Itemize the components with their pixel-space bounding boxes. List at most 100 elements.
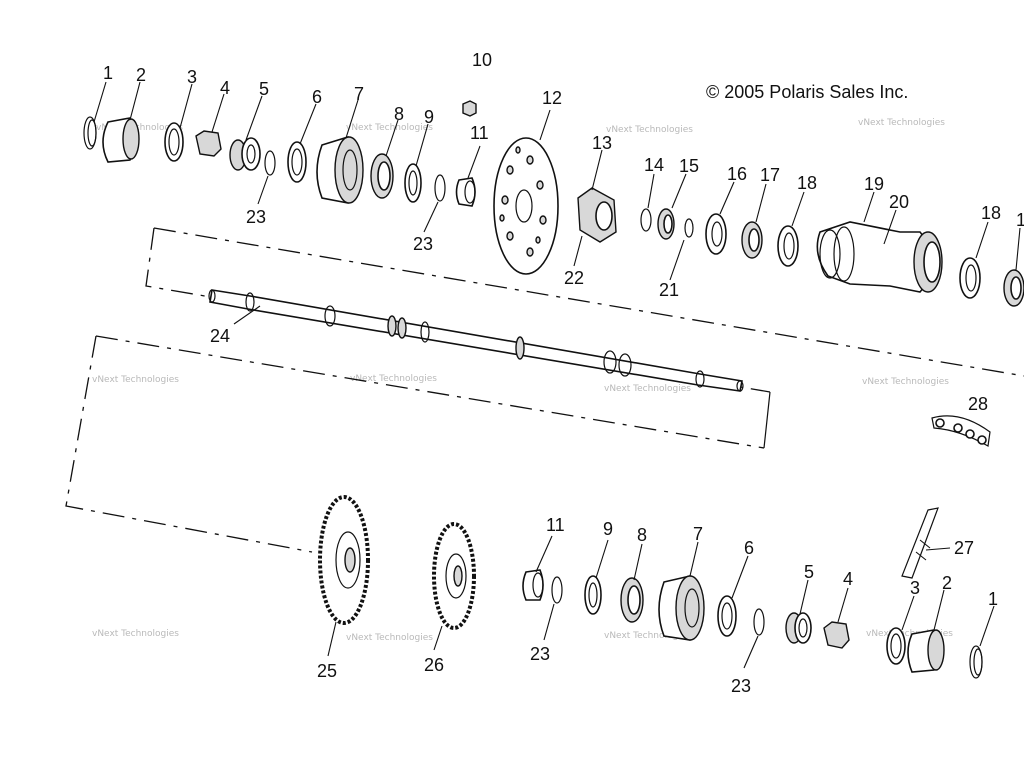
leader-line xyxy=(669,239,685,281)
callout-11-bottom: 11 xyxy=(546,515,565,535)
part-washer-hole xyxy=(168,128,180,156)
shaft-collar xyxy=(695,370,705,388)
callout-7: 7 xyxy=(354,84,364,104)
disc-hole xyxy=(526,247,534,257)
part-brake-disc-holes xyxy=(499,146,547,257)
leader-line xyxy=(671,173,687,209)
leader-line xyxy=(539,109,551,141)
leader-line xyxy=(423,201,439,233)
part-o-ring xyxy=(434,174,446,202)
leader-line xyxy=(689,541,699,577)
callout-12: 12 xyxy=(542,88,562,108)
chain-segment-link xyxy=(915,551,927,561)
leader-line xyxy=(933,589,945,631)
part-hub xyxy=(794,612,812,644)
part-spacer-hole xyxy=(408,170,418,196)
part-seal xyxy=(959,257,981,299)
part-bearing-housing-bore xyxy=(684,588,700,628)
chain-link-plate xyxy=(931,415,991,447)
callout-1: 1 xyxy=(103,63,113,83)
disc-hole xyxy=(506,231,514,241)
centerline-upper xyxy=(145,227,771,393)
callout-3-bottom: 3 xyxy=(910,578,920,598)
part-small-ring xyxy=(640,208,652,232)
leader-line xyxy=(901,595,915,631)
part-chain-link xyxy=(931,415,991,447)
chain-pin xyxy=(965,429,975,439)
leader-line xyxy=(543,603,555,641)
part-spacer xyxy=(584,575,602,615)
part-o-ring xyxy=(551,576,563,604)
callouts: 1 2 3 4 5 6 7 8 9 10 11 12 13 14 15 16 1… xyxy=(103,50,1024,696)
shaft-box-edge xyxy=(763,391,771,449)
watermark: vNext Technologies xyxy=(862,377,949,387)
top-row-parts xyxy=(83,100,1024,307)
leader-line xyxy=(433,625,443,651)
part-hub-bore xyxy=(798,618,808,638)
callout-23-d: 23 xyxy=(731,676,751,696)
part-drive-housing-rib xyxy=(819,229,841,279)
watermarks: vNext Technologies vNext Technologies vN… xyxy=(92,118,953,643)
leader-line xyxy=(743,635,759,669)
leader-line xyxy=(245,95,263,141)
callout-23-a: 23 xyxy=(246,207,266,227)
watermark: vNext Technologies xyxy=(606,125,693,135)
callout-17: 17 xyxy=(760,165,780,185)
leader-line xyxy=(93,81,107,123)
leader-line xyxy=(975,221,989,259)
part-bearing-inner xyxy=(663,214,673,234)
part-sprocket-large-hub xyxy=(335,531,361,589)
part-bearing-housing-bore xyxy=(342,149,358,191)
part-seal-inner xyxy=(783,232,795,260)
part-bearing-housing-face xyxy=(675,575,705,641)
callout-22: 22 xyxy=(564,268,584,288)
callout-24: 24 xyxy=(210,326,230,346)
callout-19: 19 xyxy=(864,174,884,194)
leader-line xyxy=(211,93,225,133)
callout-14: 14 xyxy=(644,155,664,175)
watermark: vNext Technologies xyxy=(346,633,433,643)
part-snap-ring-inner xyxy=(973,648,983,676)
shaft-end xyxy=(208,289,216,303)
shaft-step xyxy=(420,321,430,343)
part-sprocket-small-bore xyxy=(453,565,463,587)
leader-line xyxy=(415,123,429,167)
part-spacer-hole xyxy=(711,221,723,247)
callout-4-bottom: 4 xyxy=(843,569,853,589)
part-small-nut xyxy=(462,100,477,117)
leader-line xyxy=(799,579,809,615)
watermark: vNext Technologies xyxy=(858,118,945,128)
callout-2-bottom: 2 xyxy=(942,573,952,593)
shaft-spline xyxy=(324,305,336,327)
leader-line xyxy=(591,149,603,191)
leader-line xyxy=(233,305,261,325)
callout-4: 4 xyxy=(220,78,230,98)
callout-1-right: 1 xyxy=(1016,210,1024,230)
callout-6-bottom: 6 xyxy=(744,538,754,558)
shaft-spline xyxy=(603,350,617,374)
part-seal-inner xyxy=(965,264,977,292)
callout-16: 16 xyxy=(727,164,747,184)
part-nut xyxy=(195,130,222,157)
part-sprocket-large-bore xyxy=(344,547,356,573)
chain-pin xyxy=(977,435,987,445)
part-sprocket-small-hub xyxy=(445,553,467,599)
callout-11: 11 xyxy=(470,123,489,143)
watermark: vNext Technologies xyxy=(604,631,691,641)
part-brake-hub-face xyxy=(595,201,613,231)
bottom-row-parts xyxy=(318,495,983,679)
leader-line xyxy=(179,83,193,129)
callout-21: 21 xyxy=(659,280,679,300)
part-o-ring xyxy=(264,150,276,176)
disc-hole xyxy=(499,214,505,222)
callout-9-bottom: 9 xyxy=(603,519,613,539)
part-bushing-face xyxy=(927,629,945,671)
part-bearing-inner xyxy=(1010,276,1022,300)
callout-8-bottom: 8 xyxy=(637,525,647,545)
callout-8: 8 xyxy=(394,104,404,124)
shaft-groove xyxy=(515,336,525,360)
watermark: vNext Technologies xyxy=(92,629,179,639)
leader-line xyxy=(345,99,359,139)
leader-line xyxy=(633,543,643,581)
part-washer xyxy=(164,122,184,162)
